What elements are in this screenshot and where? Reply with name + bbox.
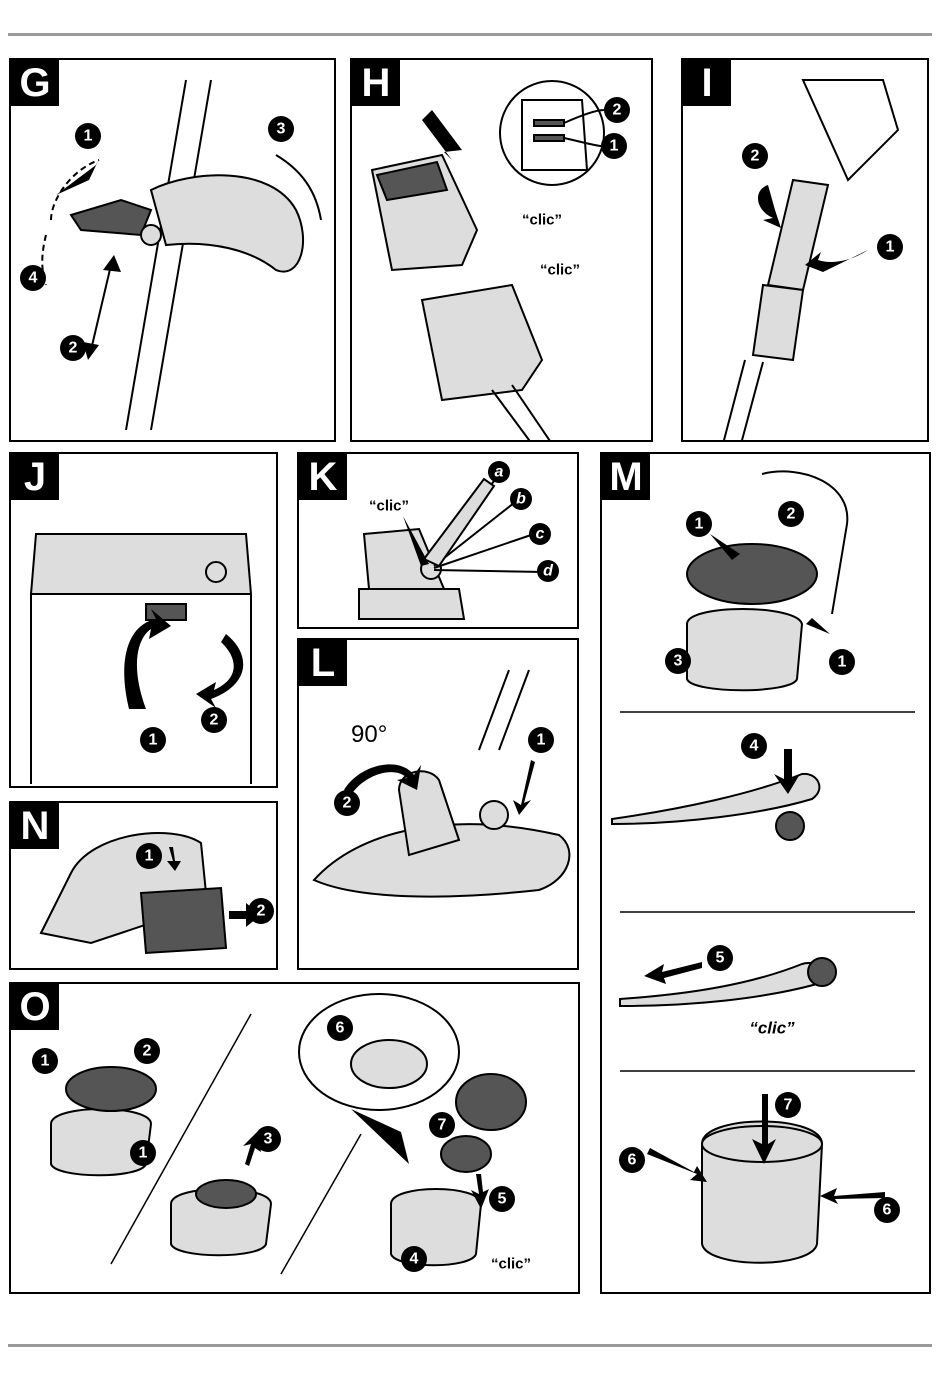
handle-adjust-illustration bbox=[20, 79, 322, 431]
step-number: 2 bbox=[613, 102, 622, 119]
panel-k: K “clic” a b c d bbox=[297, 452, 579, 629]
clic-label: “clic” bbox=[749, 1019, 795, 1038]
clic-label: “clic” bbox=[540, 262, 580, 279]
head-rotate-illustration bbox=[312, 669, 571, 898]
line-release-illustration bbox=[29, 533, 253, 784]
step-number: 2 bbox=[69, 340, 78, 357]
panel-letter: J bbox=[11, 454, 59, 500]
clic-label: “clic” bbox=[369, 498, 409, 515]
panel-letter: O bbox=[11, 984, 59, 1030]
position-label: a bbox=[495, 464, 504, 481]
step-number: 4 bbox=[410, 1251, 419, 1268]
step-number: 1 bbox=[610, 138, 619, 155]
step-number: 2 bbox=[143, 1043, 152, 1060]
g-step-labels: 1 2 3 4 bbox=[29, 121, 286, 357]
battery-remove-illustration bbox=[39, 832, 274, 955]
j-labels: 1 2 bbox=[149, 712, 219, 749]
panel-l: L 90° 1 2 bbox=[297, 638, 579, 970]
panel-j: J 1 2 bbox=[9, 452, 278, 788]
step-number: 7 bbox=[438, 1117, 447, 1134]
step-number: 3 bbox=[264, 1131, 273, 1148]
position-label: b bbox=[516, 491, 526, 508]
k-labels: “clic” a b c d bbox=[369, 464, 554, 580]
battery-insert-illustration bbox=[370, 80, 630, 440]
step-number: 1 bbox=[695, 516, 704, 533]
step-number: 6 bbox=[628, 1152, 637, 1169]
panel-n: N 1 2 bbox=[9, 801, 278, 970]
spool-replace-illustration bbox=[611, 470, 915, 1264]
step-badge bbox=[75, 123, 101, 149]
o-labels: 1 2 1 3 6 7 5 4 “clic” bbox=[41, 1020, 531, 1273]
step-number: 2 bbox=[787, 506, 796, 523]
step-number: 2 bbox=[210, 712, 219, 729]
step-number: 3 bbox=[674, 653, 683, 670]
h-labels: 1 2 “clic” “clic” bbox=[522, 102, 622, 279]
position-label: c bbox=[536, 526, 545, 543]
step-number: 1 bbox=[886, 239, 895, 256]
n-labels: 1 2 bbox=[145, 848, 266, 920]
panel-letter: L bbox=[299, 640, 347, 686]
step-number: 4 bbox=[29, 270, 38, 287]
step-number: 3 bbox=[277, 121, 286, 138]
panel-g: G 1 2 3 4 bbox=[9, 58, 336, 442]
step-number: 2 bbox=[257, 903, 266, 920]
i-labels: 1 2 bbox=[751, 148, 895, 256]
panel-letter: M bbox=[602, 454, 650, 500]
clic-label: “clic” bbox=[522, 212, 562, 229]
step-number: 4 bbox=[750, 738, 759, 755]
step-number: 1 bbox=[145, 848, 154, 865]
step-number: 1 bbox=[838, 654, 847, 671]
panel-i: I 1 2 bbox=[681, 58, 929, 442]
step-number: 6 bbox=[883, 1202, 892, 1219]
panel-letter: I bbox=[683, 60, 731, 106]
panel-letter: H bbox=[352, 60, 400, 106]
top-rule bbox=[8, 33, 932, 36]
panel-letter: N bbox=[11, 803, 59, 849]
step-number: 1 bbox=[139, 1145, 148, 1162]
clic-label: “clic” bbox=[491, 1256, 531, 1273]
bottom-rule bbox=[8, 1344, 932, 1347]
panel-m: M 1 2 3 1 4 bbox=[600, 452, 931, 1294]
step-number: 2 bbox=[751, 148, 760, 165]
step-number: 2 bbox=[343, 795, 352, 812]
step-number: 6 bbox=[336, 1020, 345, 1037]
shaft-lock-illustration bbox=[723, 79, 903, 440]
panel-letter: K bbox=[299, 454, 347, 500]
step-number: 5 bbox=[498, 1191, 507, 1208]
angle-label: 90° bbox=[351, 721, 387, 748]
panel-o: O 1 2 1 3 6 7 5 4 “clic” bbox=[9, 982, 580, 1294]
m-labels: 1 2 3 1 4 5 6 7 6 “clic” bbox=[628, 506, 892, 1219]
l-labels: 90° 1 2 bbox=[343, 721, 546, 812]
panel-h: H 1 2 “clic” “clic” bbox=[350, 58, 653, 442]
head-angle-illustration bbox=[358, 461, 559, 620]
step-number: 1 bbox=[84, 128, 93, 145]
step-number: 1 bbox=[537, 732, 546, 749]
step-number: 7 bbox=[784, 1097, 793, 1114]
panel-letter: G bbox=[11, 60, 59, 106]
step-number: 1 bbox=[149, 732, 158, 749]
step-number: 1 bbox=[41, 1053, 50, 1070]
spool-install-illustration bbox=[32, 993, 527, 1275]
position-label: d bbox=[543, 563, 554, 580]
step-number: 5 bbox=[716, 950, 725, 967]
